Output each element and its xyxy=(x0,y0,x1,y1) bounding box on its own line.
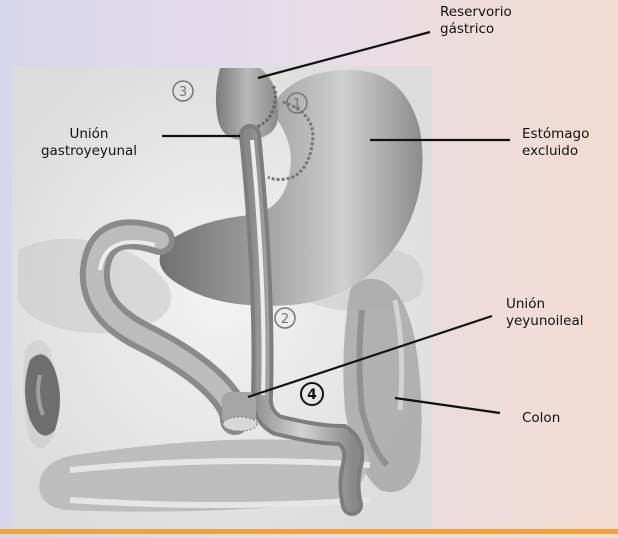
accent-bar xyxy=(0,529,618,534)
label-union-yeyunoileal: Unión yeyunoileal xyxy=(506,296,584,329)
staple-line-pouch xyxy=(247,84,277,132)
leader-line-colon xyxy=(394,396,501,415)
marker-3: 3 xyxy=(172,80,194,102)
leader-line-reservorio xyxy=(257,30,431,80)
staple-line-stomach xyxy=(267,100,315,181)
label-reservorio-gastrico: Reservorio gástrico xyxy=(440,4,512,37)
label-union-gastroyeyunal: Unión gastroyeyunal xyxy=(40,126,138,159)
left-colon-shape xyxy=(25,354,60,436)
svg-text:1: 1 xyxy=(293,97,301,112)
marker-1: 1 xyxy=(286,92,308,114)
leader-line-union-yeyuno xyxy=(247,314,493,399)
svg-text:2: 2 xyxy=(281,312,289,327)
svg-text:4: 4 xyxy=(307,387,317,403)
marker-4: 4 xyxy=(300,382,324,406)
excluded-stomach-shape xyxy=(159,70,423,306)
small-intestine-loops xyxy=(39,439,371,512)
marker-2: 2 xyxy=(274,307,296,329)
colon-shape xyxy=(343,278,422,492)
label-estomago-excluido: Estómago excluido xyxy=(522,126,590,159)
jejunoileal-stump xyxy=(222,392,258,432)
svg-text:3: 3 xyxy=(179,85,187,100)
label-colon: Colon xyxy=(522,410,561,426)
